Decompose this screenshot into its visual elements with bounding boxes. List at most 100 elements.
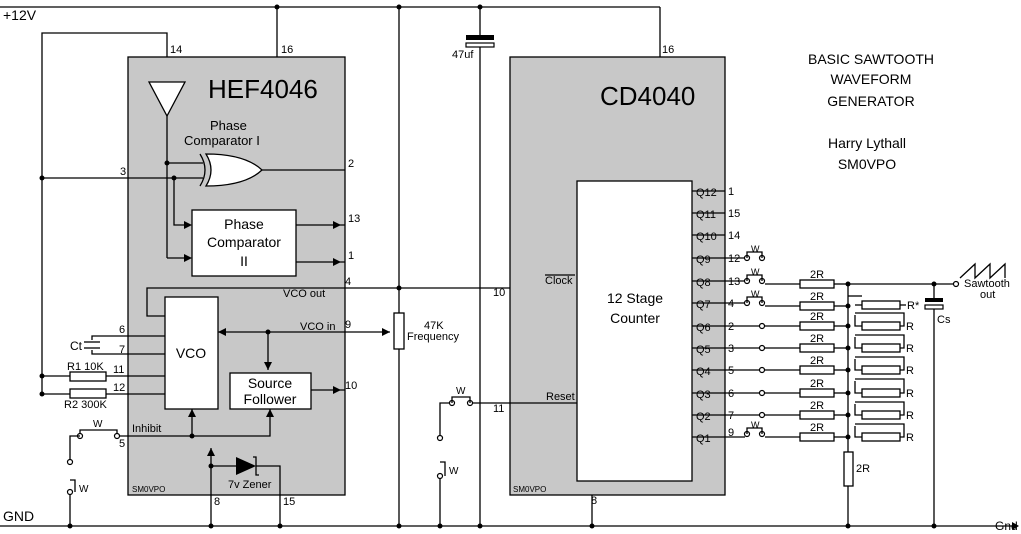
svg-text:Q11: Q11 — [696, 209, 716, 221]
phase-comparator-1: Phase Comparator I — [184, 118, 345, 187]
hef-signature: SM0VPO — [132, 485, 165, 494]
svg-text:W: W — [751, 244, 760, 254]
svg-text:16: 16 — [662, 44, 674, 56]
svg-text:2R: 2R — [810, 269, 824, 281]
pin3-input: 3 — [42, 166, 203, 229]
svg-text:9: 9 — [728, 427, 734, 439]
title-line3: GENERATOR — [827, 93, 914, 109]
svg-text:R: R — [906, 343, 914, 355]
hef4046-title: HEF4046 — [208, 74, 318, 104]
svg-text:Follower: Follower — [244, 391, 297, 407]
svg-text:Source: Source — [248, 375, 293, 391]
svg-text:Q2: Q2 — [696, 411, 711, 423]
r1-r2: R1 10K R2 300K 11 12 — [39, 361, 165, 411]
q7-row: Q7 4 W — [692, 289, 800, 311]
svg-text:VCO out: VCO out — [283, 288, 325, 300]
svg-text:1: 1 — [728, 186, 734, 198]
q12-row: Q12 1 — [692, 186, 734, 199]
svg-text:Reset: Reset — [546, 391, 575, 403]
svg-text:Cs: Cs — [937, 314, 951, 326]
svg-text:W: W — [93, 419, 103, 430]
counter-outputs: Q12 1 Q11 15 Q10 14 Q9 12 W Q8 13 — [692, 186, 800, 445]
svg-text:II: II — [240, 253, 248, 269]
source-follower: Source Follower — [229, 372, 345, 410]
svg-text:3: 3 — [120, 166, 126, 178]
svg-text:W: W — [751, 267, 760, 277]
svg-text:2R: 2R — [810, 422, 824, 434]
svg-text:47K: 47K — [424, 320, 444, 332]
inhibit-link: Inhibit 5 W W — [66, 409, 274, 529]
svg-text:W: W — [79, 484, 89, 495]
svg-text:out: out — [980, 289, 995, 301]
svg-text:10: 10 — [345, 380, 357, 392]
hef-right-pins: 2 13 1 4 9 10 — [345, 158, 360, 392]
svg-text:15: 15 — [728, 208, 740, 220]
svg-text:10: 10 — [493, 287, 505, 299]
svg-text:3: 3 — [728, 343, 734, 355]
svg-text:9: 9 — [345, 319, 351, 331]
gnd-right-label: Gnd — [995, 519, 1018, 533]
ct-capacitor: Ct 6 7 — [70, 324, 165, 356]
svg-text:6: 6 — [119, 324, 125, 336]
svg-text:13: 13 — [728, 276, 740, 288]
svg-text:6: 6 — [728, 388, 734, 400]
q5-row: Q5 3 — [692, 343, 800, 356]
svg-text:2R: 2R — [810, 291, 824, 303]
pin14-input: 14 16 — [39, 32, 293, 394]
svg-text:W: W — [751, 289, 760, 299]
svg-text:12: 12 — [113, 382, 125, 394]
phase-comparator-2: Phase Comparator II — [191, 209, 345, 277]
svg-text:Phase: Phase — [210, 118, 247, 133]
svg-text:W: W — [751, 420, 760, 430]
zener: 7v Zener 8 15 — [207, 448, 295, 529]
author-callsign: SM0VPO — [838, 156, 896, 172]
vcc-rail: +12V — [0, 4, 661, 57]
title-line1: BASIC SAWTOOTH — [808, 51, 934, 67]
vcc-label: +12V — [3, 7, 37, 23]
q3-row: Q3 6 — [692, 388, 800, 401]
svg-text:R: R — [906, 365, 914, 377]
input-buffer — [147, 81, 187, 118]
gnd-rail: GND Gnd — [0, 508, 1019, 533]
q10-row: Q10 14 — [692, 230, 740, 243]
q4-row: Q4 5 — [692, 365, 800, 378]
svg-text:2R: 2R — [810, 311, 824, 323]
reset-link: W W — [436, 386, 577, 529]
svg-text:Comparator I: Comparator I — [184, 133, 260, 148]
svg-text:Q3: Q3 — [696, 389, 711, 401]
q2-row: Q2 7 — [692, 410, 800, 423]
sawtooth-output: Cs Sawtooth out — [848, 262, 1010, 529]
svg-text:Comparator: Comparator — [207, 234, 281, 250]
svg-text:47uf: 47uf — [452, 49, 474, 61]
svg-text:2R: 2R — [856, 463, 870, 475]
q11-row: Q11 15 — [692, 208, 740, 221]
cd4040-title: CD4040 — [600, 81, 695, 111]
svg-text:Counter: Counter — [610, 310, 660, 326]
svg-text:11: 11 — [113, 364, 124, 376]
svg-text:Ct: Ct — [70, 339, 83, 353]
counter-block — [576, 180, 693, 482]
title-line2: WAVEFORM — [831, 71, 912, 87]
svg-text:14: 14 — [728, 230, 740, 242]
svg-text:Q10: Q10 — [696, 231, 717, 243]
svg-text:1: 1 — [348, 250, 354, 262]
svg-text:Q8: Q8 — [696, 277, 711, 289]
svg-text:Q4: Q4 — [696, 366, 711, 378]
svg-text:R: R — [906, 410, 914, 422]
svg-text:4: 4 — [345, 276, 351, 288]
svg-text:R: R — [906, 432, 914, 444]
svg-text:15: 15 — [283, 496, 295, 508]
svg-text:R2 300K: R2 300K — [64, 399, 107, 411]
svg-text:R*: R* — [907, 300, 920, 312]
svg-text:R: R — [906, 321, 914, 333]
svg-text:VCO: VCO — [176, 345, 206, 361]
svg-text:7: 7 — [119, 344, 125, 356]
svg-text:Q9: Q9 — [696, 254, 711, 266]
svg-text:12: 12 — [728, 253, 740, 265]
r2r-ladder: 2R 2R 2R 2R 2R 2R 2R 2R — [799, 269, 920, 529]
q8-row: Q8 13 W — [692, 267, 800, 289]
svg-text:Inhibit: Inhibit — [132, 423, 161, 435]
svg-text:14: 14 — [170, 44, 182, 56]
svg-text:16: 16 — [281, 44, 293, 56]
svg-text:R: R — [906, 388, 914, 400]
